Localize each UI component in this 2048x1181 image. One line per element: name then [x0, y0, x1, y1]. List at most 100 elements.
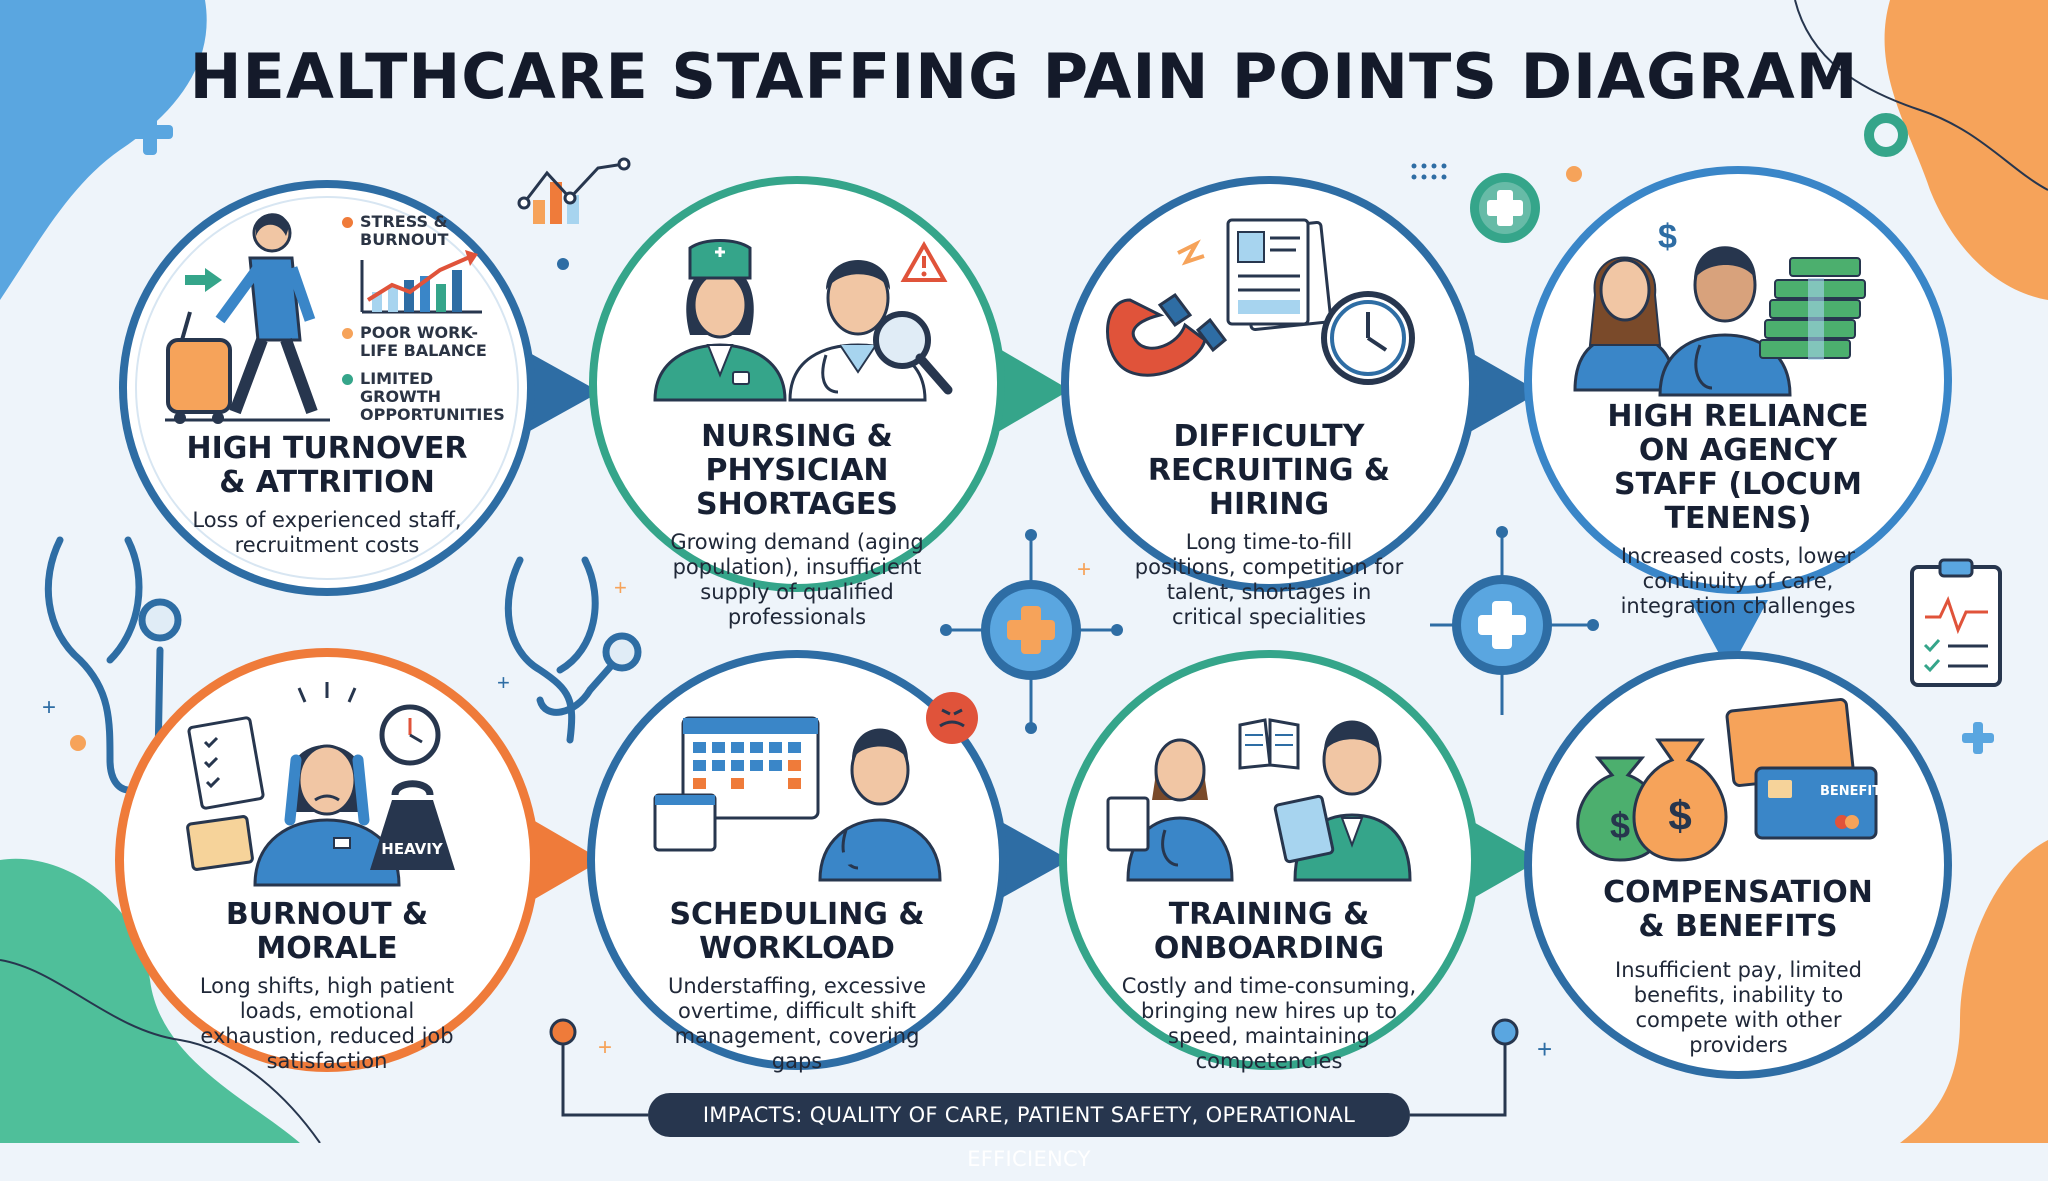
trainee-nurse-icon	[1106, 738, 1234, 882]
plus-icon	[1962, 722, 1994, 754]
node-description: Long time-to-fill positions, competition…	[1134, 530, 1404, 629]
node-description: Insufficient pay, limited benefits, inab…	[1615, 958, 1862, 1057]
bullet-dot	[342, 374, 353, 385]
magnet-icon	[1106, 239, 1228, 377]
node-burnout: BURNOUT & MORALE Long shifts, high patie…	[167, 898, 487, 1074]
node-description: Costly and time-consuming, bringing new …	[1121, 974, 1417, 1073]
flow-arrow	[1470, 352, 1540, 432]
ring-icon	[1864, 113, 1908, 157]
node-title: TRAINING & ONBOARDING	[1153, 897, 1385, 966]
node-description: Growing demand (aging population), insuf…	[670, 530, 924, 629]
money-bag-icon: $	[1632, 738, 1728, 862]
node-description: Long shifts, high patient loads, emotion…	[199, 974, 455, 1073]
node-turnover: HIGH TURNOVER & ATTRITION Loss of experi…	[182, 432, 472, 558]
bullet-item: STRESS & BURNOUT	[342, 213, 512, 249]
node-title: HIGH TURNOVER & ATTRITION	[186, 431, 468, 500]
node-title: NURSING & PHYSICIAN SHORTAGES	[695, 419, 899, 522]
flow-arrow	[998, 348, 1070, 432]
dot-decoration	[557, 258, 569, 270]
dollar-sign-icon: $	[1658, 218, 1677, 256]
resume-icon	[1226, 218, 1333, 332]
page-title: HEALTHCARE STAFFING PAIN POINTS DIAGRAM	[189, 40, 1859, 113]
corner-blob-top-right	[1884, 0, 2048, 300]
walking-person-icon	[165, 213, 330, 424]
stethoscope-icon	[504, 556, 642, 744]
node-compensation: COMPENSATION & BENEFITS Insufficient pay…	[1593, 876, 1883, 1058]
dot-decoration	[70, 735, 86, 751]
node-title: COMPENSATION & BENEFITS	[1603, 875, 1873, 944]
money-stack-icon	[1759, 257, 1866, 360]
plus-icon	[127, 109, 173, 155]
turnover-causes-list: POOR WORK-LIFE BALANCE LIMITED GROWTH OP…	[342, 324, 512, 434]
open-book-icon	[1238, 718, 1300, 770]
bullet-item: LIMITED GROWTH OPPORTUNITIES	[342, 370, 512, 424]
nurse-icon	[653, 239, 787, 402]
weight-label: HEAVIY	[381, 840, 444, 858]
flow-arrow	[528, 352, 600, 432]
impact-banner: IMPACTS: QUALITY OF CARE, PATIENT SAFETY…	[648, 1093, 1410, 1171]
turnover-causes-list: STRESS & BURNOUT	[342, 213, 512, 259]
node-title: DIFFICULTY RECRUITING & HIRING	[1147, 419, 1391, 522]
bullet-item: POOR WORK-LIFE BALANCE	[342, 324, 512, 360]
node-agency: HIGH RELIANCE ON AGENCY STAFF (LOCUM TEN…	[1593, 400, 1883, 619]
overwhelmed-nurse-icon	[818, 692, 978, 882]
node-title: BURNOUT & MORALE	[225, 897, 429, 966]
node-title: HIGH RELIANCE ON AGENCY STAFF (LOCUM TEN…	[1607, 399, 1869, 536]
node-recruiting: DIFFICULTY RECRUITING & HIRING Long time…	[1099, 420, 1439, 630]
plus-icon: +	[42, 694, 56, 721]
node-description: Understaffing, excessive overtime, diffi…	[667, 974, 927, 1073]
bullet-dot	[342, 217, 353, 228]
node-description: Increased costs, lower continuity of car…	[1620, 544, 1856, 618]
node-circle-recruiting	[1061, 176, 1477, 592]
benefits-card-label: BENEFITS	[1820, 784, 1891, 799]
svg-text:$: $	[1610, 805, 1630, 846]
agency-woman-icon	[1573, 256, 1677, 392]
bullet-text: STRESS & BURNOUT	[360, 212, 449, 249]
agency-man-icon	[1658, 246, 1792, 397]
svg-text:$: $	[1668, 792, 1691, 839]
dot-grid-icon	[1411, 163, 1447, 180]
impact-connector-right	[1410, 1032, 1507, 1117]
node-shortages: NURSING & PHYSICIAN SHORTAGES Growing de…	[632, 420, 962, 630]
flow-arrow	[998, 820, 1070, 900]
bullet-text: LIMITED GROWTH OPPORTUNITIES	[360, 369, 505, 424]
impact-connector-left	[561, 1032, 648, 1117]
plus-icon: +	[614, 575, 627, 600]
node-scheduling: SCHEDULING & WORKLOAD Understaffing, exc…	[597, 898, 997, 1074]
plus-icon: +	[598, 1034, 612, 1061]
node-title: SCHEDULING & WORKLOAD	[669, 897, 925, 966]
corner-blob-top-left	[0, 0, 207, 300]
credit-card-icon: BENEFITS	[1725, 698, 1891, 840]
plus-icon: +	[1537, 1034, 1552, 1064]
dot-decoration	[1566, 166, 1582, 182]
corner-line-top-right	[1794, 0, 2048, 191]
flow-arrow	[1690, 600, 1768, 672]
corner-blob-bottom-right	[1900, 840, 2048, 1143]
flow-arrow	[1470, 820, 1540, 900]
physician-icon	[788, 240, 953, 402]
corner-line-bottom-left	[0, 959, 321, 1143]
node-description: Loss of experienced staff, recruitment c…	[192, 508, 462, 557]
clipboard-icon	[1910, 558, 2002, 687]
hub-plus-icon	[940, 529, 1123, 734]
bullet-text: POOR WORK-LIFE BALANCE	[360, 323, 487, 360]
corner-blob-bottom-left	[0, 858, 300, 1143]
plus-icon: +	[497, 670, 510, 695]
hub-plus-icon	[1430, 526, 1599, 715]
mentor-icon	[1273, 720, 1412, 882]
alarm-clock-icon	[379, 704, 441, 766]
medical-plus-badge-icon	[1470, 173, 1540, 243]
bar-chart-icon	[517, 157, 631, 224]
plus-icon: +	[1077, 556, 1091, 583]
heavy-weight-icon: HEAVIY	[370, 780, 455, 870]
node-training: TRAINING & ONBOARDING Costly and time-co…	[1074, 898, 1464, 1074]
clock-icon	[1321, 291, 1415, 385]
checklist-icon	[186, 716, 265, 871]
turnover-chart-icon	[360, 250, 482, 314]
diagram-graphics: + + + + + +	[0, 0, 2048, 1143]
calendar-icon	[653, 716, 820, 852]
stressed-nurse-icon	[253, 682, 401, 887]
flow-arrow	[533, 820, 602, 900]
bullet-dot	[342, 328, 353, 339]
